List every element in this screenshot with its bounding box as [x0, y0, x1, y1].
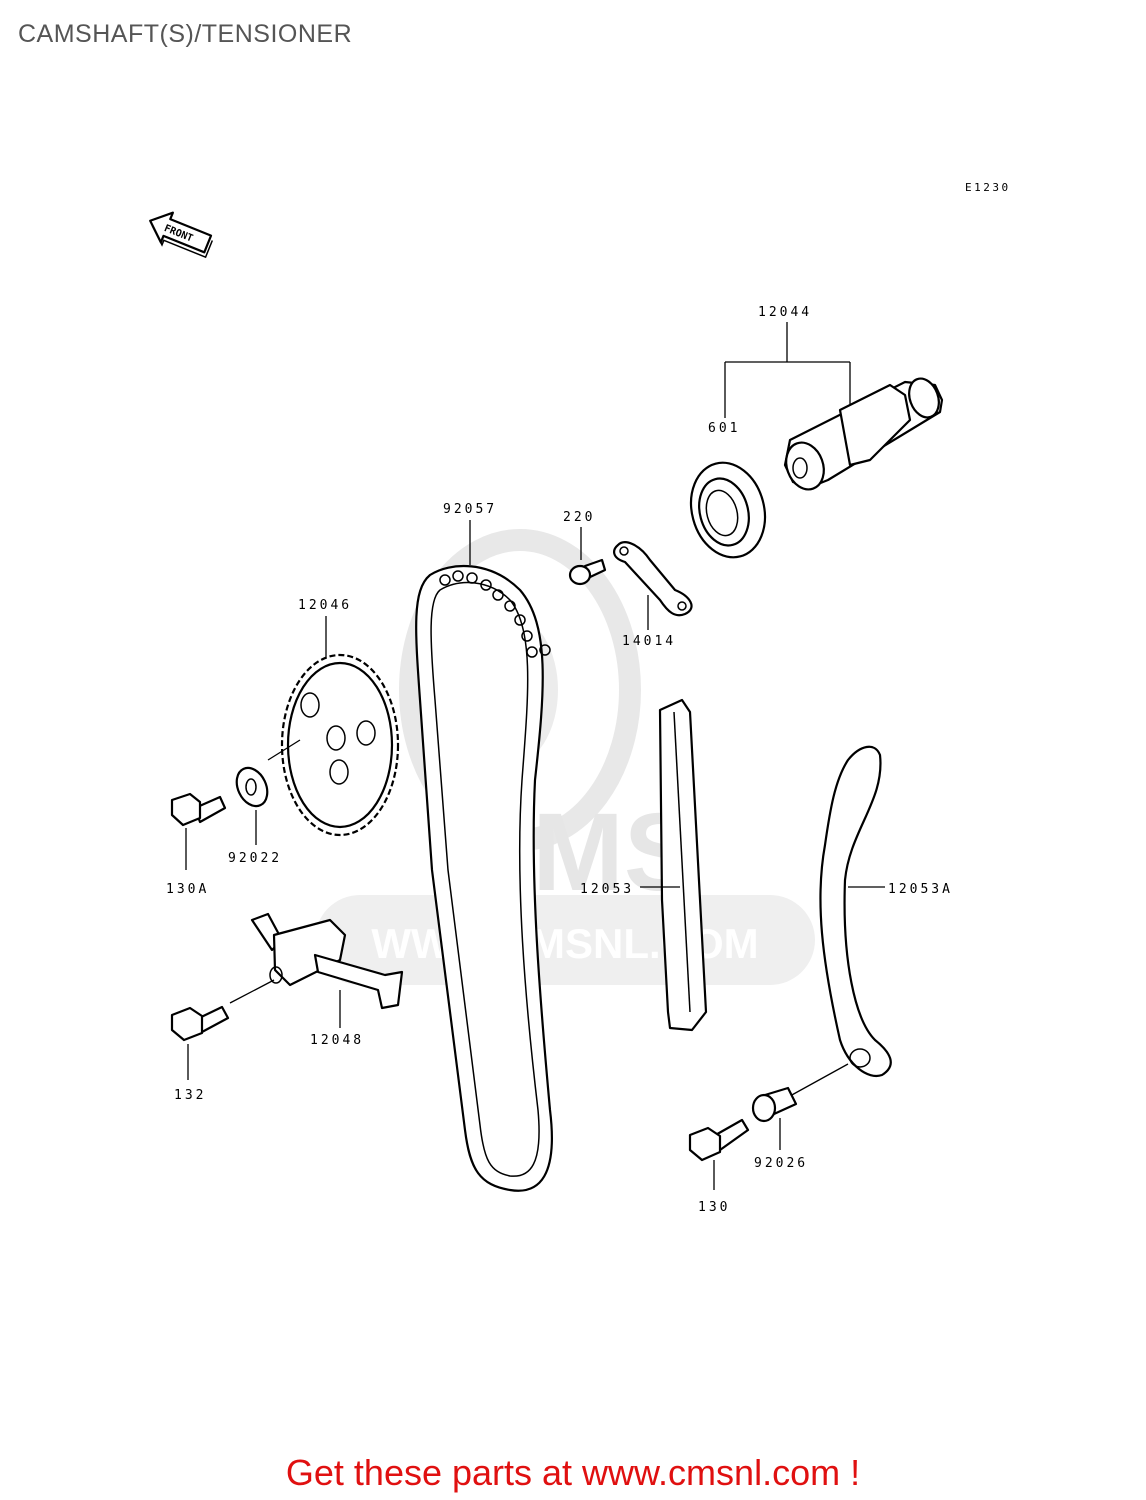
- footer-cta-link[interactable]: Get these parts at www.cmsnl.com !: [285, 1452, 861, 1493]
- bolt-130-part: 130: [688, 1118, 750, 1215]
- page-title: CAMSHAFT(S)/TENSIONER: [18, 20, 353, 48]
- sprocket-part: 12046: [267, 598, 400, 837]
- bolt-132-part: 132: [170, 1005, 230, 1103]
- part-label-130a: 130A: [166, 882, 209, 897]
- chain-guide-12053a-part: 12053A: [789, 745, 953, 1097]
- part-label-92057: 92057: [443, 502, 497, 517]
- collar-92026-part: 92026: [751, 1086, 808, 1171]
- front-arrow-icon: FRONT: [149, 211, 214, 259]
- cam-chain-part: 92057: [415, 502, 553, 1192]
- diagram-code: E1230: [965, 181, 1011, 194]
- part-label-130: 130: [698, 1200, 730, 1215]
- exploded-parts-diagram: CMS WWW.CMSNL.COM E1230 FRONT 12044 601 …: [149, 181, 1011, 1215]
- washer-92022-part: 92022: [228, 766, 282, 866]
- part-label-92026: 92026: [754, 1156, 808, 1171]
- callout-12044: 12044: [724, 305, 851, 418]
- part-label-14014: 14014: [622, 634, 676, 649]
- chain-guide-12053-part: 12053: [580, 698, 708, 1032]
- part-label-12053a: 12053A: [888, 882, 953, 897]
- camshaft-part: [783, 377, 944, 491]
- part-label-601: 601: [708, 421, 740, 436]
- part-label-12046: 12046: [298, 598, 352, 613]
- screw-220-part: 220: [563, 510, 607, 586]
- tensioner-12048-part: 12048: [229, 912, 404, 1048]
- part-label-132: 132: [174, 1088, 206, 1103]
- bolt-130a-part: 130A: [166, 792, 227, 897]
- part-label-92022: 92022: [228, 851, 282, 866]
- part-label-12053: 12053: [580, 882, 634, 897]
- part-label-12044: 12044: [758, 305, 812, 320]
- plate-14014-part: 14014: [613, 541, 693, 649]
- part-label-220: 220: [563, 510, 595, 525]
- bearing-part: 601: [689, 421, 767, 559]
- chain-links: [439, 570, 551, 658]
- part-label-12048: 12048: [310, 1033, 364, 1048]
